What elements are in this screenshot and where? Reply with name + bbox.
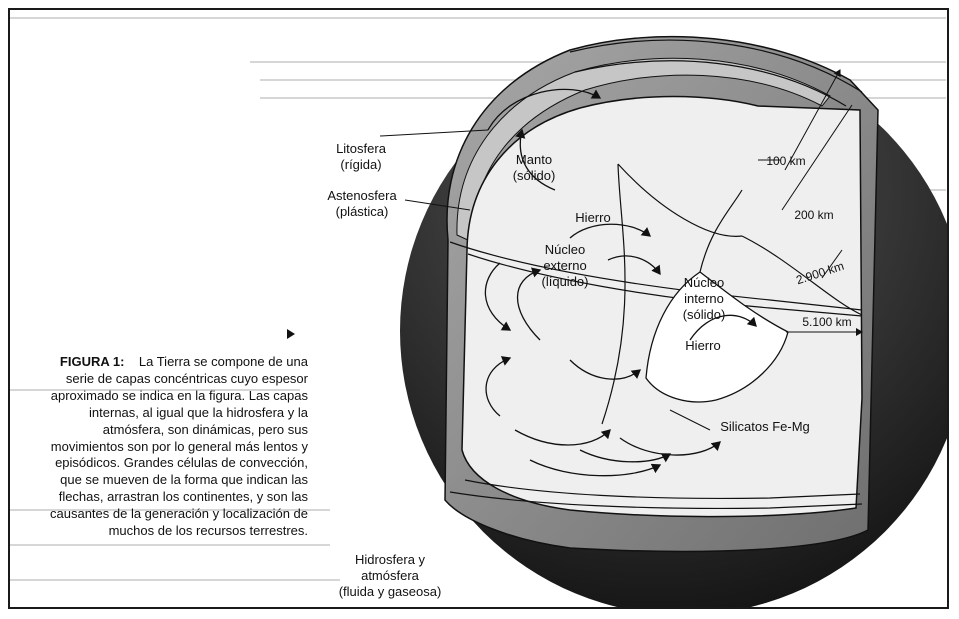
- image-frame: [8, 8, 949, 609]
